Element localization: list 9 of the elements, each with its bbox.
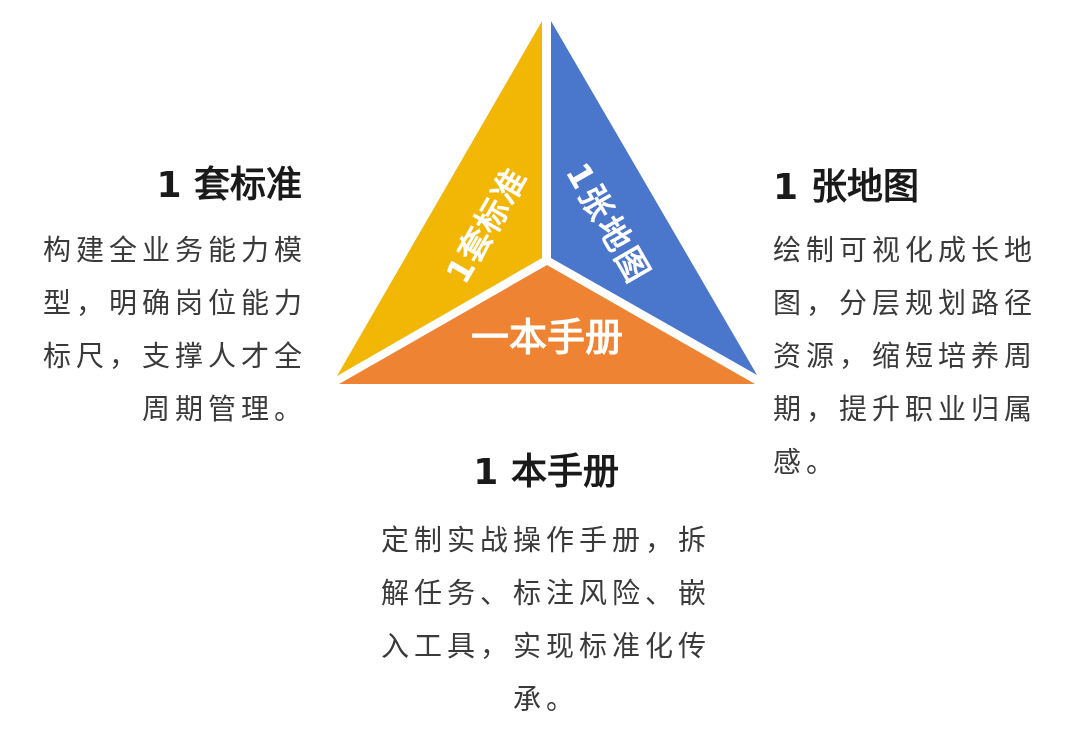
segment-label: 1套标准 xyxy=(439,162,535,290)
description-text: 绘制可视化成长地图，分层规划路径资源，缩短培养周期，提升职业归属感。 xyxy=(773,233,1038,481)
description-text: 定制实战操作手册，拆解任务、标注风险、嵌入工具，实现标准化传承。 xyxy=(380,523,712,718)
description-text: 构建全业务能力模型，明确岗位能力标尺，支撑人才全周期管理。 xyxy=(42,233,307,428)
segment-label: 1张地图 xyxy=(558,156,658,292)
section-heading: 1 本手册 xyxy=(472,450,620,494)
section-heading: 1 套标准 xyxy=(155,163,302,207)
section-heading: 1 张地图 xyxy=(773,165,920,209)
segment-label: 一本手册 xyxy=(471,317,623,359)
